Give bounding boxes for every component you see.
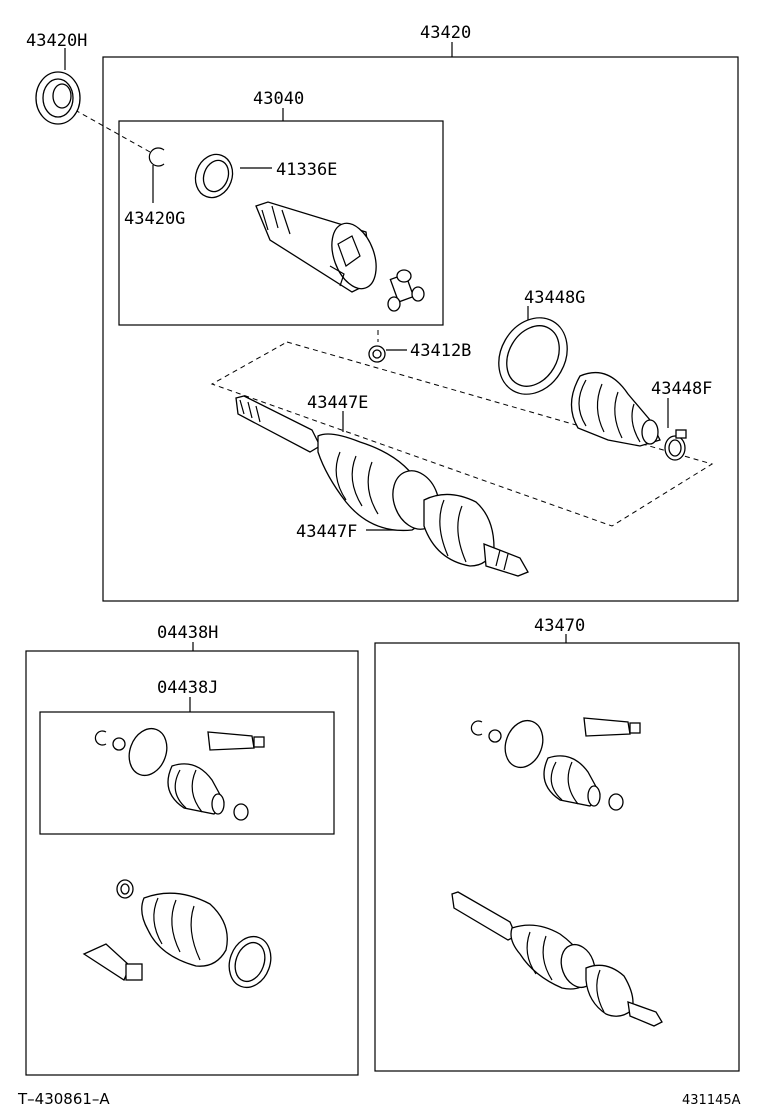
snap-ring-43412B-drawing bbox=[368, 345, 386, 363]
label-43420: 43420 bbox=[420, 23, 471, 43]
label-41336E: 41336E bbox=[276, 160, 337, 180]
frame-43470 bbox=[374, 642, 740, 1072]
label-43448F: 43448F bbox=[651, 379, 712, 399]
footer-right-code: 431145A bbox=[682, 1093, 741, 1108]
label-43412B: 43412B bbox=[410, 341, 471, 361]
label-43420H: 43420H bbox=[26, 31, 87, 51]
frame-04438J bbox=[39, 711, 335, 835]
label-43470: 43470 bbox=[534, 616, 585, 636]
kit-04438J-drawing bbox=[94, 727, 265, 821]
seal-43420H-drawing bbox=[35, 71, 81, 125]
assembly-43470-drawing bbox=[451, 717, 663, 1027]
label-04438J: 04438J bbox=[157, 678, 218, 698]
label-04438H: 04438H bbox=[157, 623, 218, 643]
joint-housing-43040-drawing bbox=[255, 201, 377, 293]
frame-43420 bbox=[102, 56, 739, 602]
ring-41336E-drawing bbox=[194, 153, 234, 199]
label-43448G: 43448G bbox=[524, 288, 585, 308]
label-43447F: 43447F bbox=[296, 522, 357, 542]
frame-04438H bbox=[25, 650, 359, 1076]
band-43448G-drawing bbox=[498, 317, 568, 395]
clamp-43448F-drawing bbox=[664, 429, 687, 461]
frame-43040 bbox=[118, 120, 444, 326]
kit-04438H-drawing bbox=[82, 879, 272, 989]
footer-left-code: T–430861–A bbox=[17, 1090, 110, 1108]
label-43420G: 43420G bbox=[124, 209, 185, 229]
snap-ring-43420G-drawing bbox=[148, 147, 165, 167]
label-43040: 43040 bbox=[253, 89, 304, 109]
boot-drawing bbox=[570, 371, 661, 447]
half-shaft-drawing bbox=[235, 395, 529, 577]
leader-lines bbox=[64, 42, 669, 712]
dashed-guides bbox=[74, 109, 714, 527]
label-43447E: 43447E bbox=[307, 393, 368, 413]
tripod-drawing bbox=[387, 269, 425, 312]
